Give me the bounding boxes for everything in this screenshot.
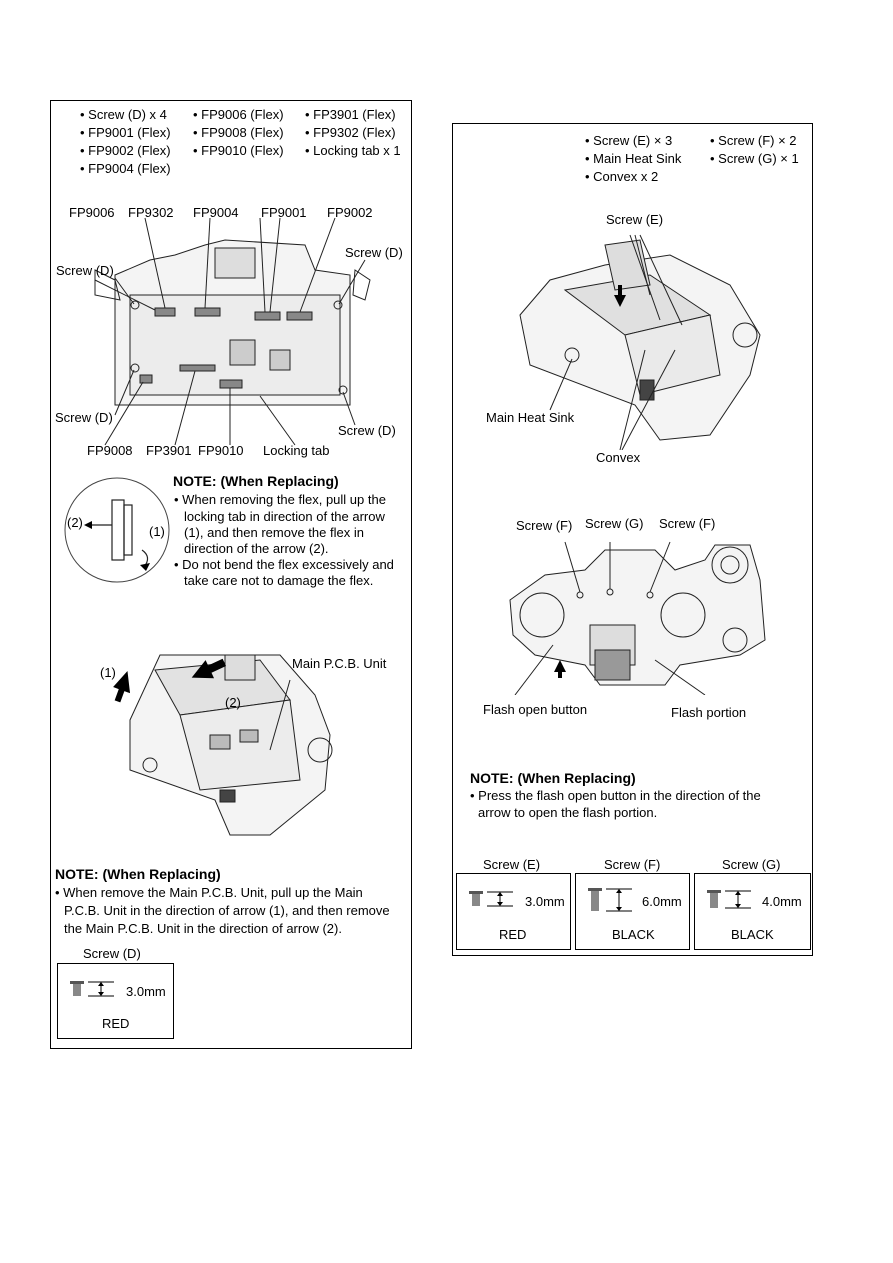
right-part-1: • Screw (E) × 3 bbox=[585, 133, 673, 148]
screw-g-color: BLACK bbox=[731, 927, 774, 942]
left-part-8: • FP9010 (Flex) bbox=[193, 143, 284, 158]
screw-g-spec-box: 4.0mm BLACK bbox=[694, 873, 811, 950]
flash-top-view-diagram bbox=[509, 541, 766, 695]
right-part-5: • Convex x 2 bbox=[585, 169, 659, 184]
screw-icon bbox=[70, 981, 114, 997]
label-fp9002: FP9002 bbox=[327, 205, 373, 220]
right-procedure-panel bbox=[452, 123, 813, 956]
note2-line-3: the Main P.C.B. Unit in the direction of… bbox=[64, 921, 342, 936]
label-screw-g: Screw (G) bbox=[585, 516, 644, 531]
label-screw-f-left: Screw (F) bbox=[516, 518, 573, 533]
main-heat-sink-diagram bbox=[519, 234, 761, 450]
note2-line-2: P.C.B. Unit in the direction of arrow (1… bbox=[64, 903, 390, 918]
label-screw-d-top-right: Screw (D) bbox=[345, 245, 403, 260]
label-fp9302: FP9302 bbox=[128, 205, 174, 220]
screw-icon bbox=[588, 888, 632, 912]
label-fp9001: FP9001 bbox=[261, 205, 307, 220]
label-convex: Convex bbox=[596, 450, 641, 465]
label-screw-d-bottom-right: Screw (D) bbox=[338, 423, 396, 438]
left-part-3: • FP3901 (Flex) bbox=[305, 107, 396, 122]
connector-arrow-2-label: (2) bbox=[67, 515, 83, 530]
note1-line-2: locking tab in direction of the arrow bbox=[184, 509, 385, 524]
right-part-3: • Main Heat Sink bbox=[585, 151, 682, 166]
screw-d-spec-name: Screw (D) bbox=[83, 946, 141, 961]
label-locking-tab: Locking tab bbox=[263, 443, 330, 458]
screw-d-length: 3.0mm bbox=[126, 984, 166, 999]
label-fp9004: FP9004 bbox=[193, 205, 239, 220]
note1-line-6: take care not to damage the flex. bbox=[184, 573, 374, 588]
main-pcb-top-view-diagram bbox=[94, 217, 371, 446]
screw-icon bbox=[707, 890, 751, 909]
screw-d-spec-box: 3.0mm RED bbox=[57, 963, 174, 1039]
label-fp3901: FP3901 bbox=[146, 443, 192, 458]
note1-line-3: (1), and then remove the flex in bbox=[184, 525, 364, 540]
right-note-line-2: arrow to open the flash portion. bbox=[478, 805, 658, 820]
note2-line-1: • When remove the Main P.C.B. Unit, pull… bbox=[55, 885, 363, 900]
screw-e-color: RED bbox=[499, 927, 527, 942]
screw-f-spec-name: Screw (F) bbox=[604, 857, 661, 872]
screw-icon bbox=[469, 891, 513, 907]
left-part-1: • Screw (D) x 4 bbox=[80, 107, 167, 122]
label-fp9008: FP9008 bbox=[87, 443, 133, 458]
label-flash-portion: Flash portion bbox=[671, 705, 747, 720]
right-note-line-1: • Press the flash open button in the dir… bbox=[470, 788, 761, 803]
note1-title: NOTE: (When Replacing) bbox=[173, 473, 339, 489]
removal-arrow-2-label: (2) bbox=[225, 695, 241, 710]
left-part-10: • FP9004 (Flex) bbox=[80, 161, 171, 176]
flex-connector-illustration bbox=[64, 477, 170, 583]
screw-e-length: 3.0mm bbox=[525, 894, 565, 909]
left-part-6: • FP9302 (Flex) bbox=[305, 125, 396, 140]
connector-arrow-1-label: (1) bbox=[149, 524, 165, 539]
right-note-title: NOTE: (When Replacing) bbox=[470, 770, 636, 786]
label-main-heat-sink: Main Heat Sink bbox=[486, 410, 575, 425]
right-part-2: • Screw (F) × 2 bbox=[710, 133, 797, 148]
left-part-5: • FP9008 (Flex) bbox=[193, 125, 284, 140]
label-fp9010: FP9010 bbox=[198, 443, 244, 458]
screw-g-length: 4.0mm bbox=[762, 894, 802, 909]
left-part-9: • Locking tab x 1 bbox=[305, 143, 401, 158]
left-part-7: • FP9002 (Flex) bbox=[80, 143, 171, 158]
label-screw-f-right: Screw (F) bbox=[659, 516, 716, 531]
left-procedure-panel bbox=[50, 100, 412, 1049]
screw-d-color: RED bbox=[102, 1016, 130, 1031]
label-flash-open-button: Flash open button bbox=[483, 702, 588, 717]
label-screw-d-bottom-left: Screw (D) bbox=[55, 410, 113, 425]
right-part-4: • Screw (G) × 1 bbox=[710, 151, 799, 166]
screw-g-spec-name: Screw (G) bbox=[722, 857, 781, 872]
label-screw-d-top-left: Screw (D) bbox=[56, 263, 114, 278]
screw-f-spec-box: 6.0mm BLACK bbox=[575, 873, 690, 950]
left-part-4: • FP9001 (Flex) bbox=[80, 125, 171, 140]
label-fp9006: FP9006 bbox=[69, 205, 115, 220]
screw-f-color: BLACK bbox=[612, 927, 655, 942]
screw-e-spec-box: 3.0mm RED bbox=[456, 873, 571, 950]
screw-f-length: 6.0mm bbox=[642, 894, 682, 909]
main-pcb-removal-diagram bbox=[113, 654, 333, 836]
left-part-2: • FP9006 (Flex) bbox=[193, 107, 284, 122]
note1-line-1: • When removing the flex, pull up the bbox=[174, 492, 386, 507]
note1-line-4: direction of the arrow (2). bbox=[184, 541, 329, 556]
label-screw-e: Screw (E) bbox=[606, 212, 664, 227]
screw-e-spec-name: Screw (E) bbox=[483, 857, 541, 872]
note2-title: NOTE: (When Replacing) bbox=[55, 866, 221, 882]
main-pcb-unit-label: Main P.C.B. Unit bbox=[292, 656, 387, 671]
note1-line-5: • Do not bend the flex excessively and bbox=[174, 557, 394, 572]
removal-arrow-1-label: (1) bbox=[100, 665, 116, 680]
